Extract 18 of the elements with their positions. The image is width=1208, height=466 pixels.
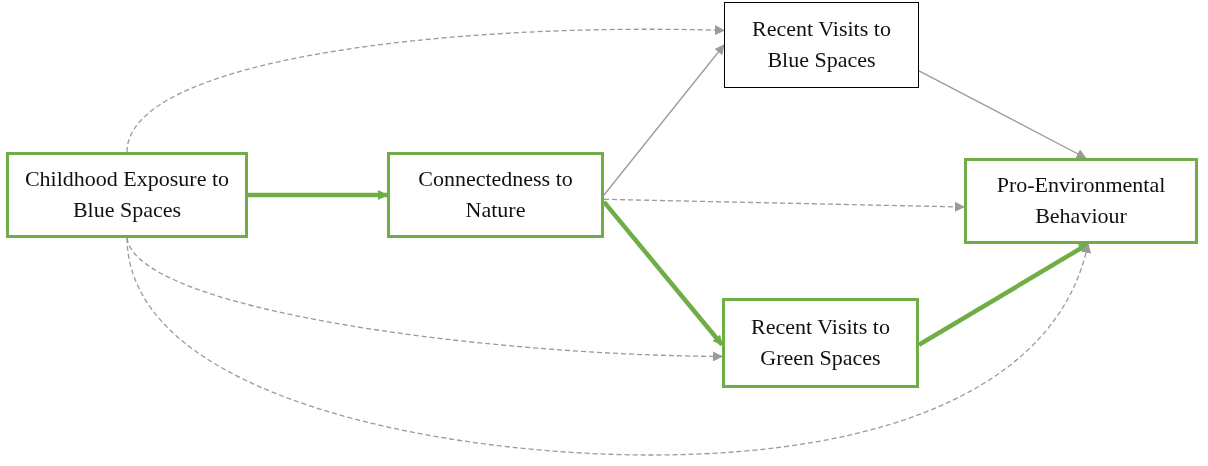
arrow <box>602 200 724 347</box>
variable-box <box>724 2 919 88</box>
box-label: Recent Visits to Green Spaces <box>750 313 891 372</box>
arrow <box>603 44 725 196</box>
dashed-arrow <box>126 25 725 153</box>
variable-box <box>964 158 1198 244</box>
arrow <box>917 242 1090 347</box>
box-label: Pro-Environmental Behaviour <box>995 171 1167 230</box>
variable-box <box>387 152 604 238</box>
dashed-arrow <box>603 198 965 212</box>
dashed-arrow <box>126 237 1091 456</box>
arrow <box>248 190 388 200</box>
box-label: Connectedness to Nature <box>417 165 574 224</box>
variable-box <box>6 152 248 238</box>
box-label: Childhood Exposure to Blue Spaces <box>23 165 231 224</box>
box-label: Recent Visits to Blue Spaces <box>751 15 892 74</box>
variable-box <box>722 298 919 388</box>
arrow <box>918 70 1087 159</box>
